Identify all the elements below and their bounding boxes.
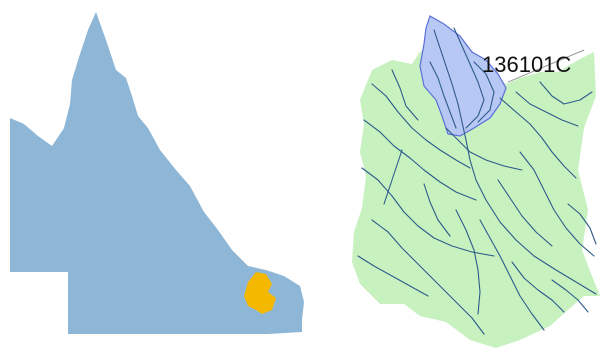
river-network <box>357 27 597 335</box>
state-outline-shape <box>10 12 304 334</box>
river-line <box>473 61 495 123</box>
state-map-panel <box>10 12 304 334</box>
river-line <box>423 183 451 237</box>
river-line <box>363 119 477 201</box>
river-line <box>361 167 495 257</box>
catchment-shape <box>352 42 600 348</box>
river-line <box>391 69 419 121</box>
river-line <box>479 219 545 331</box>
river-line <box>357 255 429 297</box>
river-line <box>429 61 457 129</box>
river-line <box>539 81 593 105</box>
river-line <box>567 203 597 245</box>
river-line <box>445 127 523 171</box>
gauge-station-label: 136101C <box>482 52 571 77</box>
river-line <box>433 29 597 295</box>
catchment-map-panel: 136101C <box>352 15 600 348</box>
label-leader-line <box>507 49 585 83</box>
river-line <box>371 83 471 169</box>
subcatchment-shape <box>419 15 507 137</box>
river-line <box>511 261 565 313</box>
river-line <box>371 219 485 335</box>
river-line <box>453 27 485 129</box>
highlighted-catchment-region <box>244 272 276 314</box>
river-line <box>519 151 595 257</box>
river-line <box>383 149 403 205</box>
river-line <box>455 209 481 315</box>
river-line <box>497 179 553 247</box>
river-line <box>499 97 577 179</box>
river-line <box>515 91 579 127</box>
river-line <box>551 279 589 313</box>
